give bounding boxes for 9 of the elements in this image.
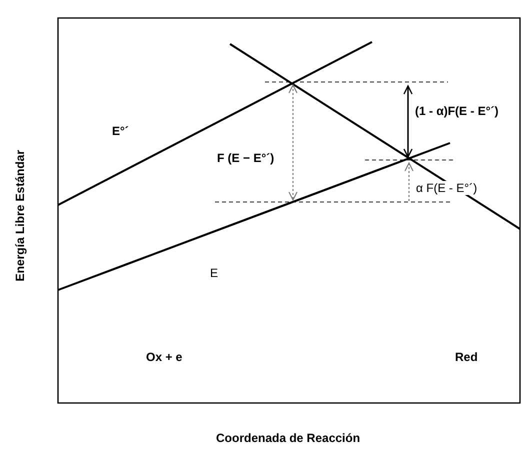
axis-title: Coordenada de Reacción <box>216 431 360 445</box>
state-label: Red <box>455 350 478 364</box>
dimension-label: F (E − E°´) <box>217 151 274 165</box>
curve-label: E°´ <box>112 124 129 138</box>
curve-label: E <box>210 266 218 280</box>
dimension-label: (1 - α)F(E - E°´) <box>415 104 498 118</box>
state-label: Ox + e <box>146 350 182 364</box>
axis-title: Energía Libre Estándar <box>13 150 27 281</box>
dimension-label: α F(E - E°´) <box>415 181 478 195</box>
